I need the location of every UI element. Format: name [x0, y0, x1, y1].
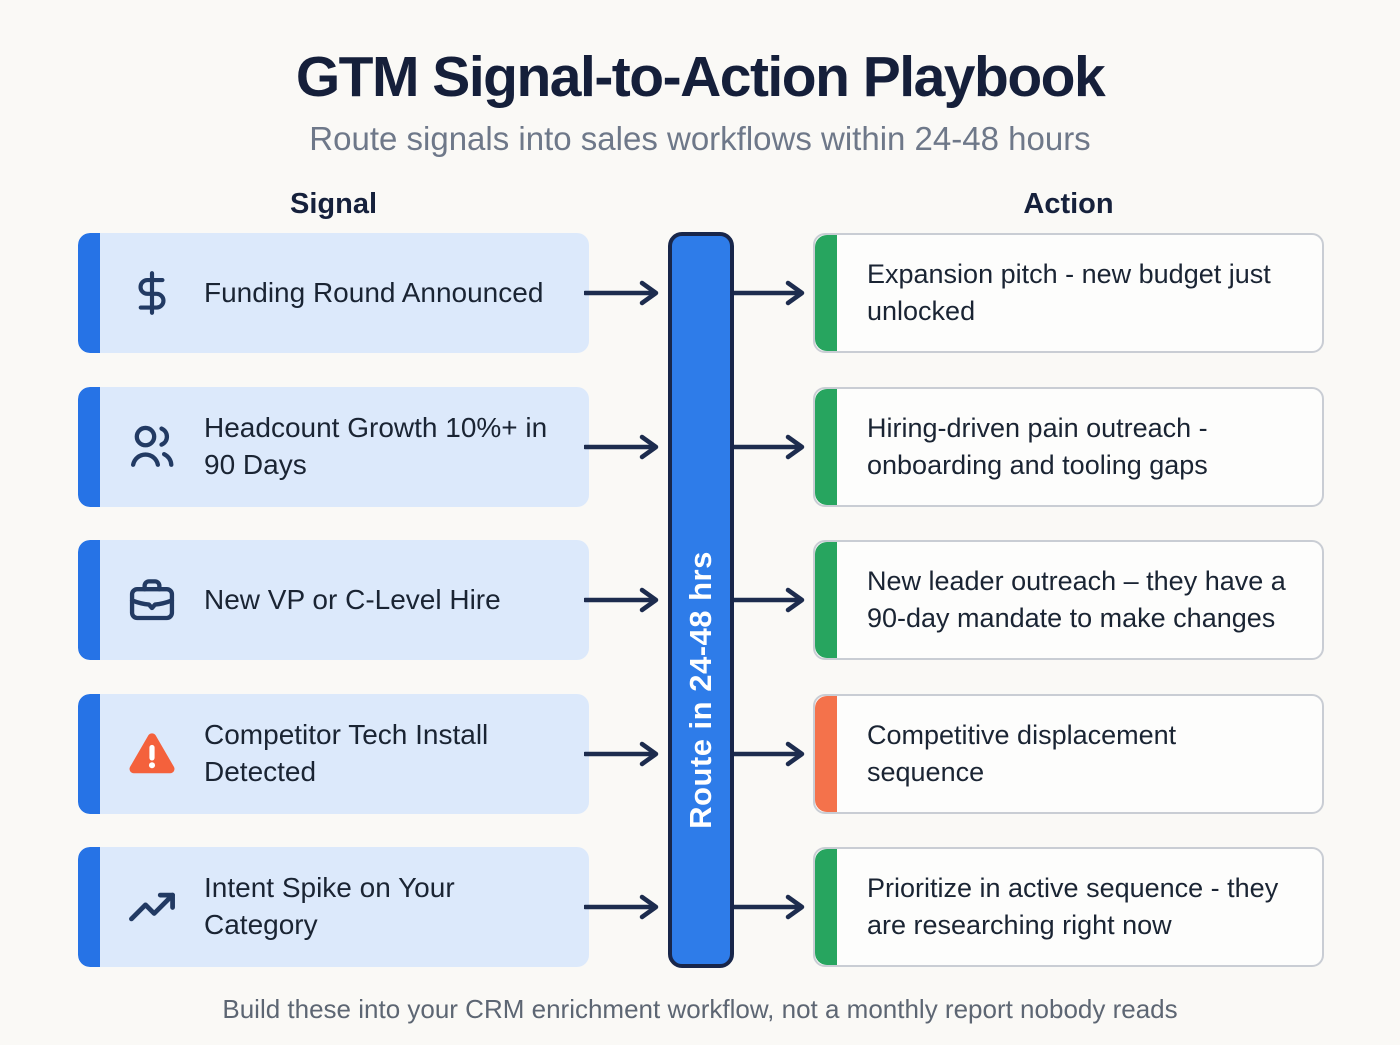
trending-up-icon [100, 881, 204, 933]
footer-note: Build these into your CRM enrichment wor… [222, 994, 1178, 1024]
arrow-router-to-action [730, 894, 805, 920]
arrow-signal-to-router [584, 434, 659, 460]
signal-accent-bar [78, 540, 100, 660]
action-label: Competitive displacement sequence [867, 720, 1177, 787]
action-accent-bar [815, 389, 837, 505]
action-accent-bar [815, 235, 837, 351]
warning-triangle-icon [100, 728, 204, 780]
action-accent-bar [815, 696, 837, 812]
signal-label: Intent Spike on Your Category [204, 872, 455, 940]
signal-card-new-hire: New VP or C-Level Hire [78, 540, 589, 660]
action-label: Expansion pitch - new budget just unlock… [867, 259, 1271, 326]
playbook-row: Funding Round Announced Expansion pitch … [0, 233, 1400, 353]
action-accent-bar [815, 849, 837, 965]
arrow-signal-to-router [584, 894, 659, 920]
arrow-router-to-action [730, 434, 805, 460]
playbook-row: New VP or C-Level Hire New leader outrea… [0, 540, 1400, 660]
action-accent-bar [815, 542, 837, 658]
briefcase-icon [100, 574, 204, 626]
signal-label: Competitor Tech Install Detected [204, 719, 489, 787]
arrow-signal-to-router [584, 280, 659, 306]
playbook-row: Headcount Growth 10%+ in 90 Days Hiring-… [0, 387, 1400, 507]
page-title: GTM Signal-to-Action Playbook [295, 45, 1106, 109]
page-subtitle: Route signals into sales workflows withi… [309, 120, 1091, 157]
router-bar [668, 232, 734, 968]
action-label: New leader outreach – they have a 90-day… [867, 566, 1286, 633]
signal-accent-bar [78, 694, 100, 814]
action-card-expansion-pitch: Expansion pitch - new budget just unlock… [813, 233, 1324, 353]
action-card-prioritize-sequence: Prioritize in active sequence - they are… [813, 847, 1324, 967]
playbook-row: Intent Spike on Your Category Prioritize… [0, 847, 1400, 967]
users-icon [100, 421, 204, 473]
signal-accent-bar [78, 847, 100, 967]
signal-label: New VP or C-Level Hire [204, 583, 501, 615]
playbook-row: Competitor Tech Install Detected Competi… [0, 694, 1400, 814]
dollar-icon [100, 268, 204, 318]
signal-accent-bar [78, 233, 100, 353]
column-header-signal: Signal [289, 188, 377, 220]
signal-label: Funding Round Announced [204, 276, 544, 308]
signal-card-funding-round: Funding Round Announced [78, 233, 589, 353]
signal-card-intent-spike: Intent Spike on Your Category [78, 847, 589, 967]
arrow-router-to-action [730, 280, 805, 306]
signal-label: Headcount Growth 10%+ in 90 Days [204, 412, 548, 480]
action-card-new-leader-outreach: New leader outreach – they have a 90-day… [813, 540, 1324, 660]
action-card-hiring-pain-outreach: Hiring-driven pain outreach - onboarding… [813, 387, 1324, 507]
action-label: Hiring-driven pain outreach - onboarding… [867, 413, 1208, 480]
router-label: Route in 24-48 hrs [683, 551, 718, 829]
arrow-signal-to-router [584, 741, 659, 767]
arrow-router-to-action [730, 587, 805, 613]
signal-card-competitor-tech: Competitor Tech Install Detected [78, 694, 589, 814]
arrow-router-to-action [730, 741, 805, 767]
action-label: Prioritize in active sequence - they are… [867, 873, 1279, 940]
action-card-competitive-displacement: Competitive displacement sequence [813, 694, 1324, 814]
column-header-action: Action [1023, 188, 1114, 220]
arrow-signal-to-router [584, 587, 659, 613]
signal-card-headcount-growth: Headcount Growth 10%+ in 90 Days [78, 387, 589, 507]
signal-accent-bar [78, 387, 100, 507]
